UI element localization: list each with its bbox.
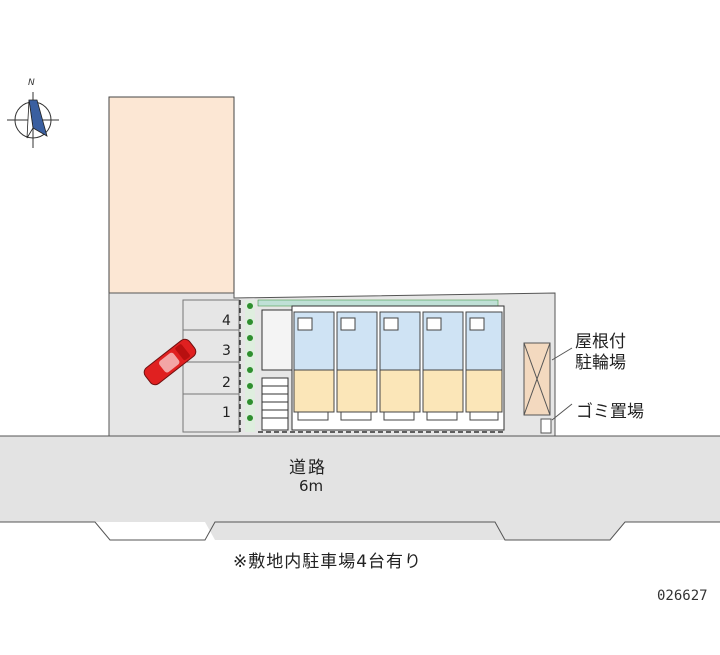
unit-4	[422, 311, 464, 421]
parking-slot-2-label: 2	[222, 375, 231, 391]
unit-5	[465, 311, 503, 421]
stairs	[261, 309, 293, 431]
property-code: 026627	[657, 588, 708, 604]
parking-slot-3-label: 3	[222, 343, 231, 359]
parking-slot-1-label: 1	[222, 405, 231, 421]
unit-2	[336, 311, 378, 421]
trash-area-label: ゴミ置場	[576, 402, 644, 422]
bike-parking	[523, 342, 573, 416]
car-icon	[143, 338, 197, 386]
road-area	[0, 436, 720, 522]
parking-slot-4-label: 4	[222, 313, 231, 329]
neighbor-lot	[108, 96, 235, 294]
road-name-label: 道路	[289, 458, 327, 478]
road-width-label: 6m	[299, 477, 324, 495]
greenery-strip	[245, 299, 499, 432]
unit-3	[379, 311, 421, 421]
north-label: N	[28, 78, 35, 88]
compass-icon	[7, 92, 59, 148]
bike-parking-label-line2: 駐輪場	[575, 353, 626, 373]
unit-1	[293, 311, 335, 421]
trash-area	[540, 403, 573, 434]
bike-parking-label-line1: 屋根付	[575, 332, 626, 352]
parking-note: ※敷地内駐車場4台有り	[233, 552, 423, 572]
building	[291, 305, 505, 431]
road-area-lower	[95, 522, 625, 540]
road-edge-lower	[0, 521, 720, 541]
